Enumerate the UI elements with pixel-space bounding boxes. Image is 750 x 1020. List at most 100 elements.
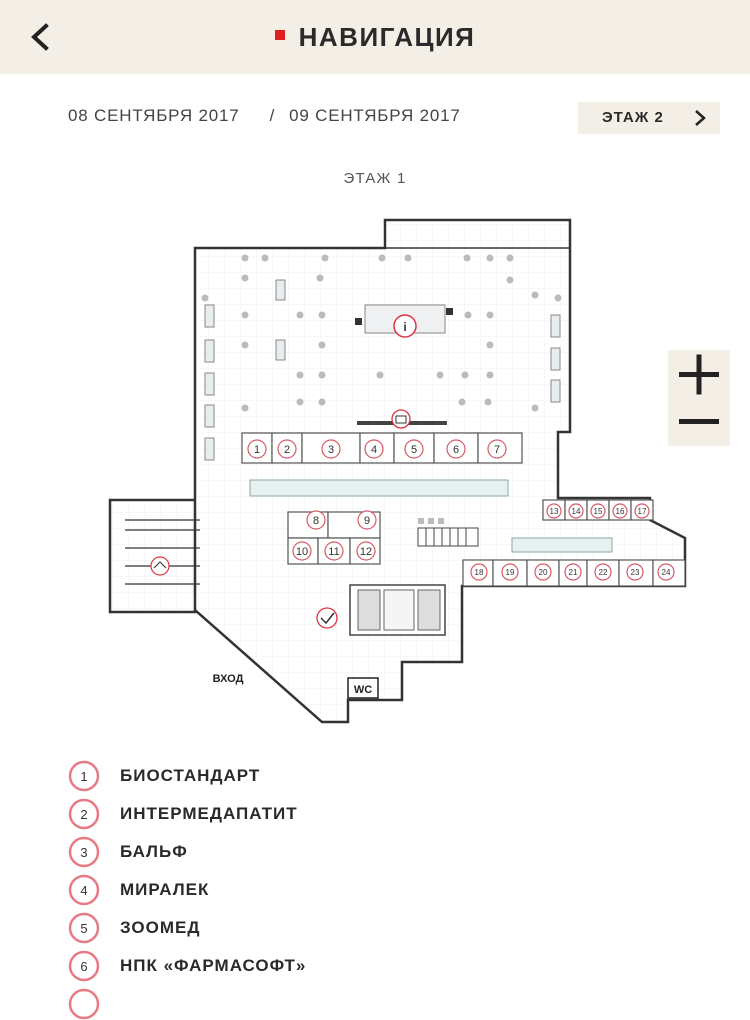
stand-marker[interactable]	[594, 563, 612, 581]
date-end: 09 СЕНТЯБРЯ 2017	[289, 106, 461, 125]
stand-number: 8	[313, 515, 319, 527]
stand-marker[interactable]	[277, 439, 297, 459]
info-desk: i	[355, 304, 453, 338]
wall-panels	[204, 279, 561, 461]
minus-icon	[679, 419, 719, 424]
stand-marker[interactable]	[247, 439, 267, 459]
stand-number: 1	[254, 444, 260, 456]
svg-text:3: 3	[80, 845, 87, 860]
svg-text:1: 1	[80, 769, 87, 784]
stand-marker[interactable]	[564, 563, 582, 581]
svg-text:6: 6	[80, 959, 87, 974]
back-button[interactable]	[28, 22, 54, 52]
stand-marker[interactable]	[446, 439, 466, 459]
stand-number-icon: 5	[68, 912, 100, 944]
info-point-label: i	[403, 320, 406, 334]
stand-marker[interactable]	[306, 510, 326, 530]
chevron-left-icon	[31, 23, 49, 51]
building-outline	[108, 218, 687, 724]
stand-marker[interactable]	[657, 563, 675, 581]
stand-marker[interactable]	[546, 503, 562, 519]
stand-number-icon: 6	[68, 950, 100, 982]
stand-number: 23	[631, 568, 640, 577]
legend-item[interactable]: 5 ЗООМЕД	[68, 912, 468, 944]
stand-marker[interactable]	[634, 503, 650, 519]
stand-number: 2	[284, 444, 290, 456]
svg-text:4: 4	[80, 883, 87, 898]
left-staircase	[125, 519, 200, 585]
svg-text:2: 2	[80, 807, 87, 822]
stand-marker[interactable]	[364, 439, 384, 459]
stand-marker[interactable]	[568, 503, 584, 519]
next-floor-button[interactable]: ЭТАЖ 2	[578, 102, 720, 134]
photo-point	[357, 409, 447, 429]
stand-marker[interactable]	[292, 541, 312, 561]
stand-number: 18	[475, 568, 484, 577]
stand-number: 14	[572, 507, 581, 516]
stand-number-icon: 2	[68, 798, 100, 830]
legend-label: ЗООМЕД	[120, 918, 201, 937]
stand-marker[interactable]	[357, 510, 377, 530]
stand-number-icon: 3	[68, 836, 100, 868]
stand-marker[interactable]	[626, 563, 644, 581]
legend-item[interactable]: 6 НПК «ФАРМАСОФТ»	[68, 950, 468, 982]
stand-number: 20	[539, 568, 548, 577]
stand-number: 5	[411, 444, 417, 456]
stand-number: 9	[364, 515, 370, 527]
zoom-out-button[interactable]	[668, 398, 730, 446]
stand-marker[interactable]	[612, 503, 628, 519]
wc-room: WC	[347, 677, 379, 699]
floor-map[interactable]: i	[100, 210, 700, 730]
legend-item[interactable]: 1 БИОСТАНДАРТ	[68, 760, 468, 792]
zoom-in-button[interactable]	[668, 350, 730, 398]
stand-number: 13	[550, 507, 559, 516]
svg-text:5: 5	[80, 921, 87, 936]
legend-item[interactable]: 4 МИРАЛЕК	[68, 874, 468, 906]
stand-marker[interactable]	[324, 541, 344, 561]
stand-number: 24	[662, 568, 671, 577]
legend-item-partial[interactable]	[68, 988, 468, 1020]
date-start: 08 СЕНТЯБРЯ 2017	[68, 106, 240, 125]
stand-number: 4	[371, 444, 377, 456]
legend-item[interactable]: 3 БАЛЬФ	[68, 836, 468, 868]
stand-number-icon: 4	[68, 874, 100, 906]
floor-title: ЭТАЖ 1	[343, 170, 407, 187]
ceiling-lamps	[201, 254, 562, 412]
stand-marker[interactable]	[404, 439, 424, 459]
legend-label: НПК «ФАРМАСОФТ»	[120, 956, 307, 975]
wc-label: WC	[354, 684, 372, 696]
date-separator: /	[269, 106, 276, 125]
stand-number-icon: 1	[68, 760, 100, 792]
zoom-controls	[668, 350, 730, 446]
stand-marker[interactable]	[321, 439, 341, 459]
stand-number: 10	[296, 546, 308, 558]
stand-marker[interactable]	[590, 503, 606, 519]
legend-item[interactable]: 2 ИНТЕРМЕДАПАТИТ	[68, 798, 468, 830]
stand-marker[interactable]	[501, 563, 519, 581]
app-header: НАВИГАЦИЯ	[0, 0, 750, 74]
bench	[417, 518, 479, 547]
stand-number: 19	[506, 568, 515, 577]
stand-number: 21	[569, 568, 578, 577]
event-dates: 08 СЕНТЯБРЯ 2017 / 09 СЕНТЯБРЯ 2017	[68, 106, 461, 126]
stand-marker[interactable]	[470, 563, 488, 581]
plus-icon	[679, 354, 719, 395]
stand-marker[interactable]	[356, 541, 376, 561]
legend-label: БАЛЬФ	[120, 842, 188, 861]
stand-marker[interactable]	[487, 439, 507, 459]
stand-number: 3	[328, 444, 334, 456]
stand-number: 7	[494, 444, 500, 456]
stand-number: 11	[328, 546, 339, 558]
legend-label: ИНТЕРМЕДАПАТИТ	[120, 804, 298, 823]
stand-number: 6	[453, 444, 459, 456]
chevron-right-icon	[695, 110, 706, 126]
title-accent-square	[274, 29, 285, 40]
escalator-area	[316, 584, 446, 636]
header-title-wrap: НАВИГАЦИЯ	[0, 22, 750, 53]
stand-marker[interactable]	[534, 563, 552, 581]
stand-number: 12	[360, 546, 372, 558]
stand-number: 22	[599, 568, 608, 577]
stand-number: 17	[638, 507, 647, 516]
legend-label: МИРАЛЕК	[120, 880, 210, 899]
